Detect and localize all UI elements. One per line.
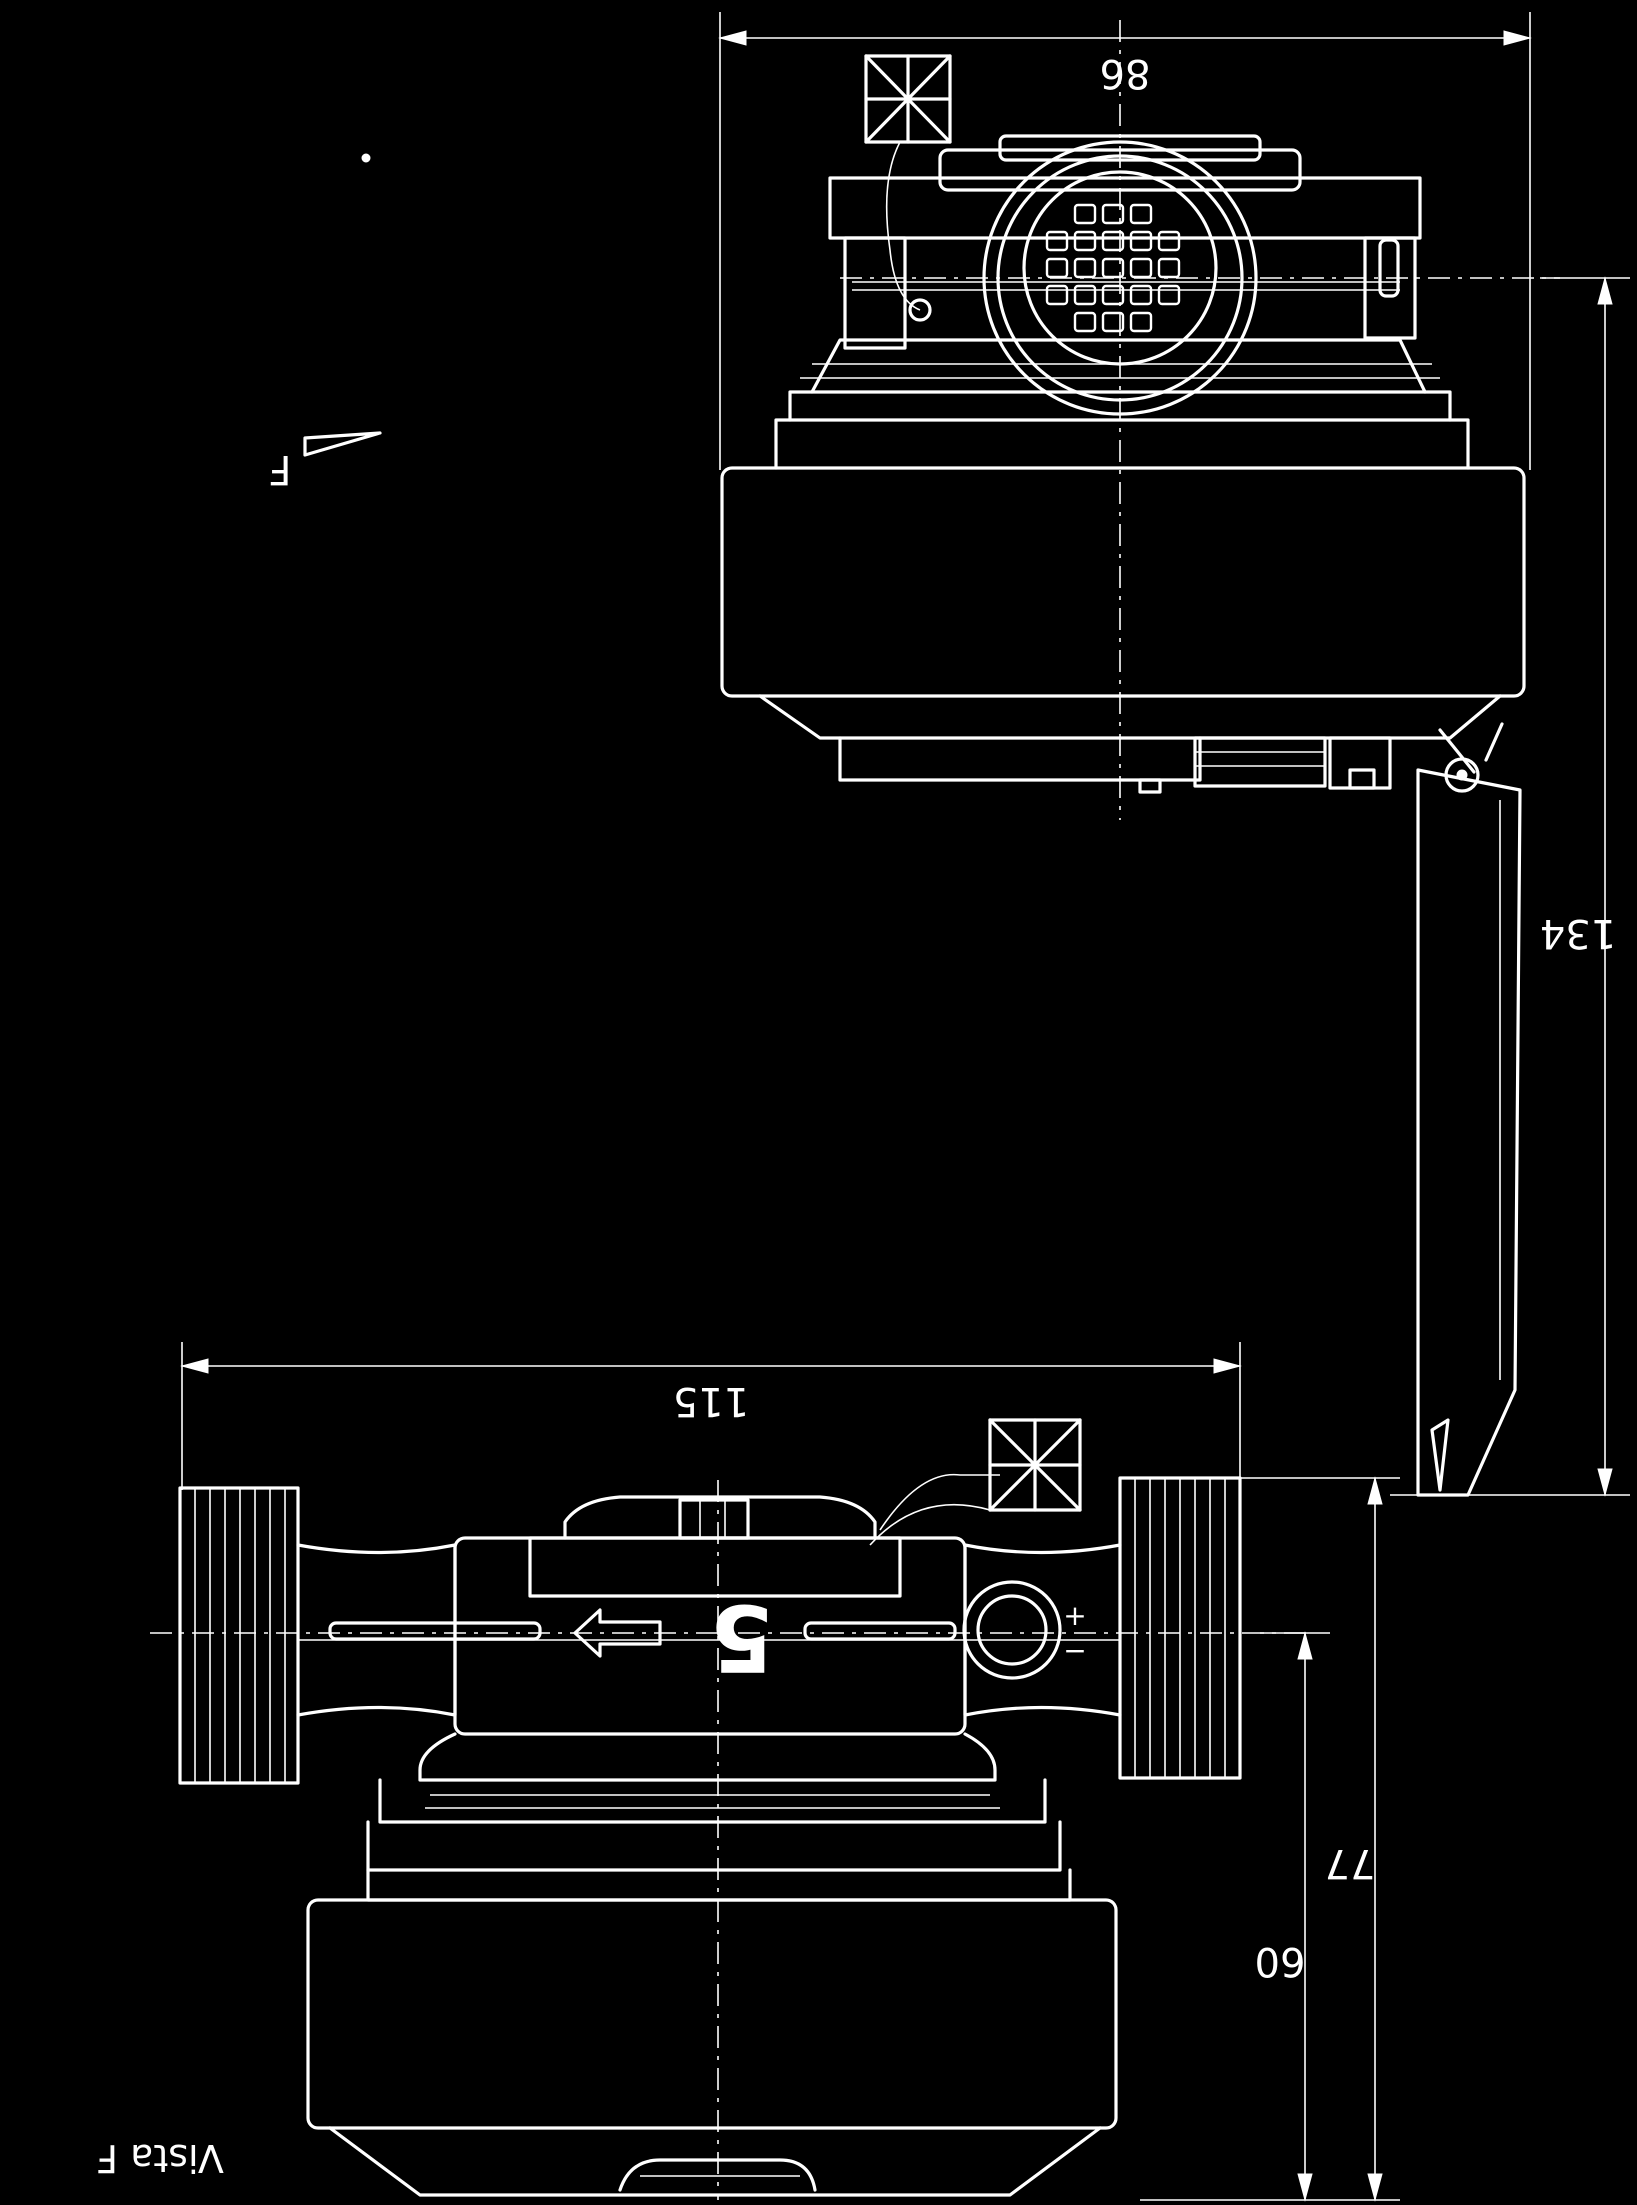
top-mechanism-block (828, 176, 1422, 240)
bottom-view: 115 5 (150, 1342, 1400, 2202)
dimension-top-width: 86 (718, 12, 1532, 470)
housing-bottom-bevel (758, 694, 1502, 740)
dim-label-86: 86 (1100, 50, 1151, 96)
dim-label-134: 134 (1540, 910, 1616, 956)
terminal: + − (962, 1580, 1087, 1680)
position-number: 5 (710, 1584, 774, 1691)
dim-label-77: 77 (1325, 1840, 1376, 1886)
dim-label-60: 60 (1255, 1938, 1306, 1984)
housing-top-step (774, 418, 1470, 470)
polarity-minus: − (1063, 1634, 1086, 1667)
view-marker: F (268, 431, 382, 492)
view-marker-label: F (268, 446, 291, 492)
left-thread (178, 1486, 300, 1785)
flow-slot-left (328, 1621, 542, 1641)
electrical-box-top (864, 54, 952, 144)
lever-arm (1416, 722, 1522, 1497)
electrical-box-bottom (988, 1418, 1082, 1512)
right-thread (1118, 1476, 1242, 1780)
dimension-bottom-heights: 77 60 (1140, 1476, 1400, 2202)
bottom-housing-bevel (328, 2126, 1102, 2197)
flow-slot-right (803, 1621, 957, 1641)
view-caption: Vista F (96, 2136, 224, 2180)
bottom-housing (306, 1898, 1118, 2130)
top-view: 86 (718, 12, 1630, 1497)
housing-step-2 (788, 390, 1452, 422)
housing-body (720, 466, 1526, 698)
dimension-top-height: 134 (1390, 276, 1630, 1497)
housing-step-3 (810, 338, 1427, 394)
dim-label-115: 115 (673, 1378, 749, 1424)
dimension-bottom-width: 115 (180, 1342, 1242, 1490)
polarity-plus: + (1063, 1599, 1086, 1632)
